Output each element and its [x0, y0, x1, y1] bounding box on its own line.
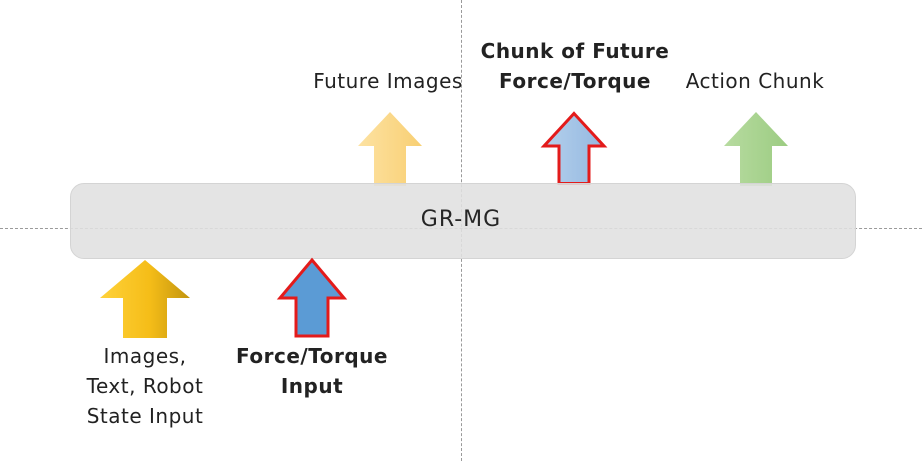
model-name: GR-MG [420, 207, 502, 232]
action-chunk-arrow [724, 112, 788, 186]
images-text-state-input-arrow [100, 260, 190, 338]
output-label-action-chunk: Action Chunk [685, 69, 825, 93]
output-label-future-images: Future Images [313, 69, 463, 93]
future-force-torque-arrow [540, 111, 608, 185]
model-block [70, 183, 856, 259]
force-torque-input-arrow [276, 257, 348, 338]
future-images-arrow [358, 112, 422, 186]
